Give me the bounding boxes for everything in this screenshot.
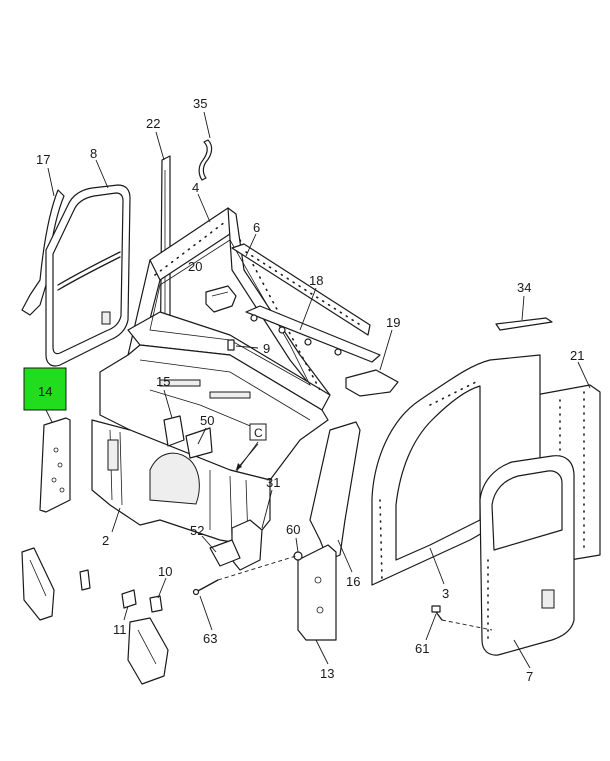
view-c-box	[249, 423, 267, 441]
callout-labels: 14 C 35 22 17 8 4 6 20 18 34 19 9 21 15 …	[23, 96, 584, 684]
part-2-front-panel[interactable]	[91, 344, 329, 546]
part-11-bracket[interactable]	[121, 589, 137, 609]
callout-21[interactable]: 21	[570, 348, 584, 363]
part-6-roof-rail[interactable]	[231, 243, 371, 336]
callout-31[interactable]: 31	[266, 475, 280, 490]
callout-3[interactable]: 3	[442, 586, 449, 601]
part-20-bracket[interactable]	[205, 285, 237, 313]
callout-8[interactable]: 8	[90, 146, 97, 161]
callout-2[interactable]: 2	[102, 533, 109, 548]
callout-18[interactable]: 18	[309, 273, 323, 288]
callout-15[interactable]: 15	[156, 374, 170, 389]
callout-13[interactable]: 13	[320, 666, 334, 681]
callout-61[interactable]: 61	[415, 641, 429, 656]
callout-63[interactable]: 63	[203, 631, 217, 646]
part-9-clip[interactable]	[227, 339, 235, 351]
callout-9[interactable]: 9	[263, 341, 270, 356]
callout-35[interactable]: 35	[193, 96, 207, 111]
part-35-seal[interactable]	[198, 139, 213, 181]
callout-50[interactable]: 50	[200, 413, 214, 428]
lower-bracket-bottom[interactable]	[127, 617, 169, 685]
callout-14-highlight[interactable]	[23, 367, 67, 411]
part-3-door-frame[interactable]	[371, 354, 541, 586]
part-31-brace[interactable]	[231, 519, 263, 571]
lower-left-bracket[interactable]	[21, 547, 55, 621]
callout-19[interactable]: 19	[386, 315, 400, 330]
part-7-door[interactable]	[479, 455, 575, 656]
part-16-pillar-inner[interactable]	[309, 421, 361, 561]
callout-60[interactable]: 60	[286, 522, 300, 537]
part-10-bracket[interactable]	[149, 595, 163, 613]
part-52-bracket[interactable]	[209, 539, 241, 567]
small-plate[interactable]	[79, 569, 91, 591]
part-19-trim[interactable]	[345, 369, 399, 397]
part-13-trim-panel[interactable]	[297, 544, 337, 641]
callout-20[interactable]: 20	[188, 259, 202, 274]
callout-view-c[interactable]: C	[254, 426, 263, 440]
part-17-seal-strip[interactable]	[21, 189, 65, 316]
part-18-trim-panel[interactable]	[245, 305, 381, 363]
callout-10[interactable]: 10	[158, 564, 172, 579]
callout-14[interactable]: 14	[38, 384, 52, 399]
part-15-panel[interactable]	[163, 415, 185, 447]
callout-52[interactable]: 52	[190, 523, 204, 538]
part-14-panel[interactable]	[39, 417, 71, 513]
part-63-bolt[interactable]	[192, 579, 219, 596]
part-61-bolt[interactable]	[431, 605, 443, 621]
part-8-door-frame[interactable]	[45, 184, 131, 367]
callout-22[interactable]: 22	[146, 116, 160, 131]
callout-4[interactable]: 4	[192, 180, 199, 195]
callout-6[interactable]: 6	[253, 220, 260, 235]
part-34-seal[interactable]	[495, 317, 553, 331]
callout-16[interactable]: 16	[346, 574, 360, 589]
callout-11[interactable]: 11	[113, 622, 127, 637]
callout-7[interactable]: 7	[526, 669, 533, 684]
callout-34[interactable]: 34	[517, 280, 531, 295]
callout-17[interactable]: 17	[36, 152, 50, 167]
